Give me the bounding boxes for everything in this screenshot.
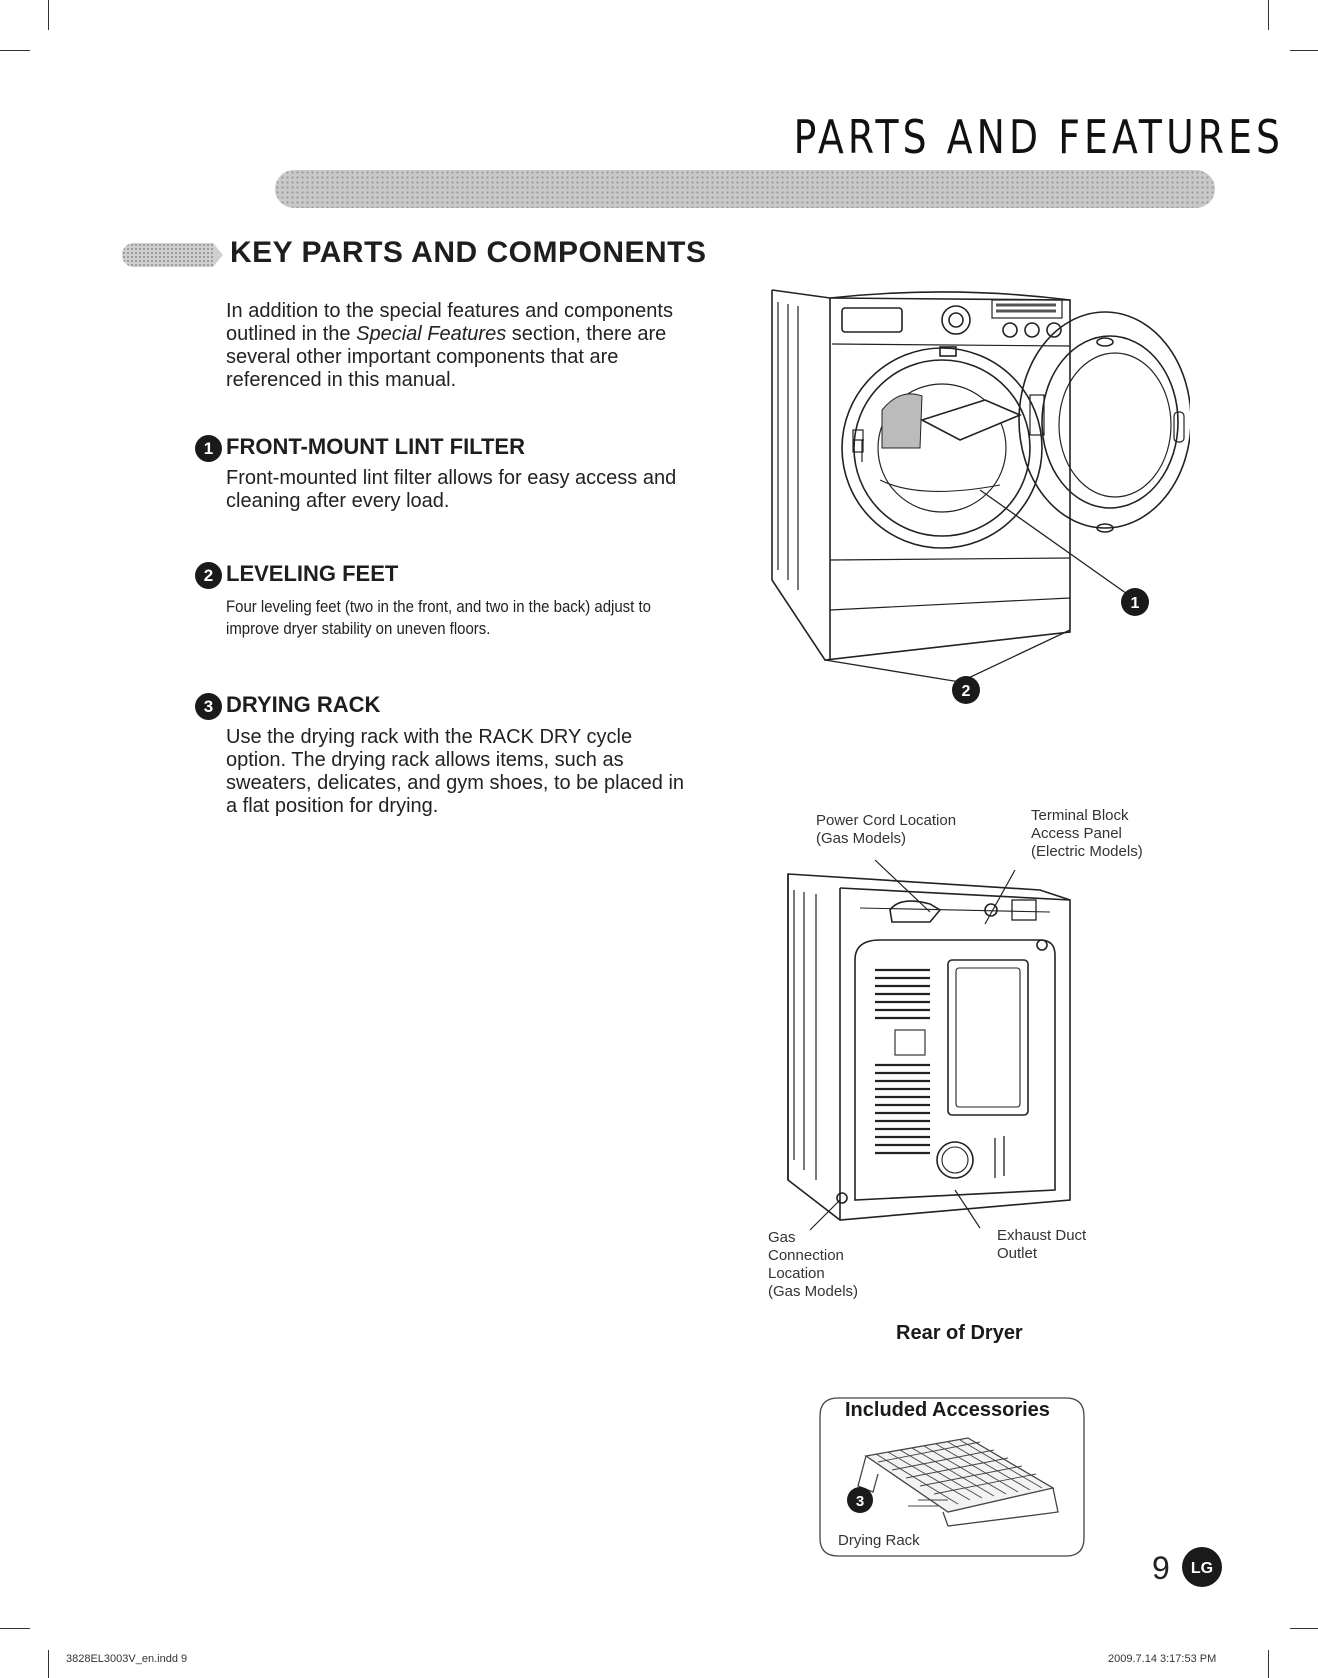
intro-italic-text: Special Features: [356, 323, 507, 345]
crop-mark: [1290, 1628, 1318, 1629]
feature-title-drying-rack: DRYING RACK: [226, 692, 381, 717]
accessories-title: Included Accessories: [845, 1399, 1050, 1421]
rear-diagram-caption: Rear of Dryer: [896, 1322, 1023, 1344]
intro-paragraph: In addition to the special features and …: [226, 300, 676, 392]
feature-body-drying-rack: Use the drying rack with the RACK DRY cy…: [226, 726, 685, 817]
crop-mark: [48, 1650, 49, 1678]
lg-logo-text: LG: [1191, 1560, 1213, 1577]
rear-dryer-illustration: [787, 860, 1071, 1231]
footer-timestamp: 2009.7.14 3:17:53 PM: [1108, 1653, 1217, 1665]
drying-rack-label: Drying Rack: [838, 1532, 920, 1549]
number-badge-3: 3: [195, 693, 222, 720]
crop-mark: [1268, 1650, 1269, 1678]
gas-connection-label: Gas Connection Location (Gas Models): [768, 1229, 859, 1300]
terminal-block-label: Terminal Block Access Panel (Electric Mo…: [1031, 807, 1143, 860]
front-callout-2: 2: [962, 683, 971, 700]
exhaust-duct-label: Exhaust Duct Outlet: [997, 1227, 1087, 1262]
number-badge-2: 2: [195, 562, 222, 589]
number-badge-1: 1: [195, 435, 222, 462]
crop-mark: [1268, 0, 1269, 30]
feature-body-leveling-feet: Four leveling feet (two in the front, an…: [226, 597, 651, 638]
lg-logo-icon: LG: [1182, 1547, 1222, 1587]
crop-mark: [1290, 50, 1318, 51]
title-decoration-bar: [275, 170, 1215, 208]
intro-text: In addition to the special features and …: [226, 300, 673, 345]
feature-title-leveling-feet: LEVELING FEET: [226, 561, 399, 586]
page-number: 9: [1152, 1550, 1170, 1586]
power-cord-label: Power Cord Location (Gas Models): [816, 812, 957, 847]
crop-mark: [48, 0, 49, 30]
crop-mark: [0, 1628, 30, 1629]
feature-body-lint-filter: Front-mounted lint filter allows for eas…: [226, 467, 677, 512]
section-marker-arrow: [213, 243, 223, 267]
front-callout-1: 1: [1131, 595, 1140, 612]
intro-text-end: section, there are several other importa…: [226, 323, 667, 391]
section-marker: [122, 243, 214, 267]
accessories-box: 3: [819, 1397, 1085, 1557]
crop-mark: [0, 50, 30, 51]
page-title: PARTS AND FEATURES: [793, 110, 1285, 164]
section-title: KEY PARTS AND COMPONENTS: [230, 236, 707, 269]
accessory-number-badge: 3: [856, 1493, 864, 1510]
feature-title-lint-filter: FRONT-MOUNT LINT FILTER: [226, 434, 525, 459]
footer-file-name: 3828EL3003V_en.indd 9: [66, 1653, 188, 1665]
front-dryer-illustration: 1 2: [771, 289, 1190, 704]
